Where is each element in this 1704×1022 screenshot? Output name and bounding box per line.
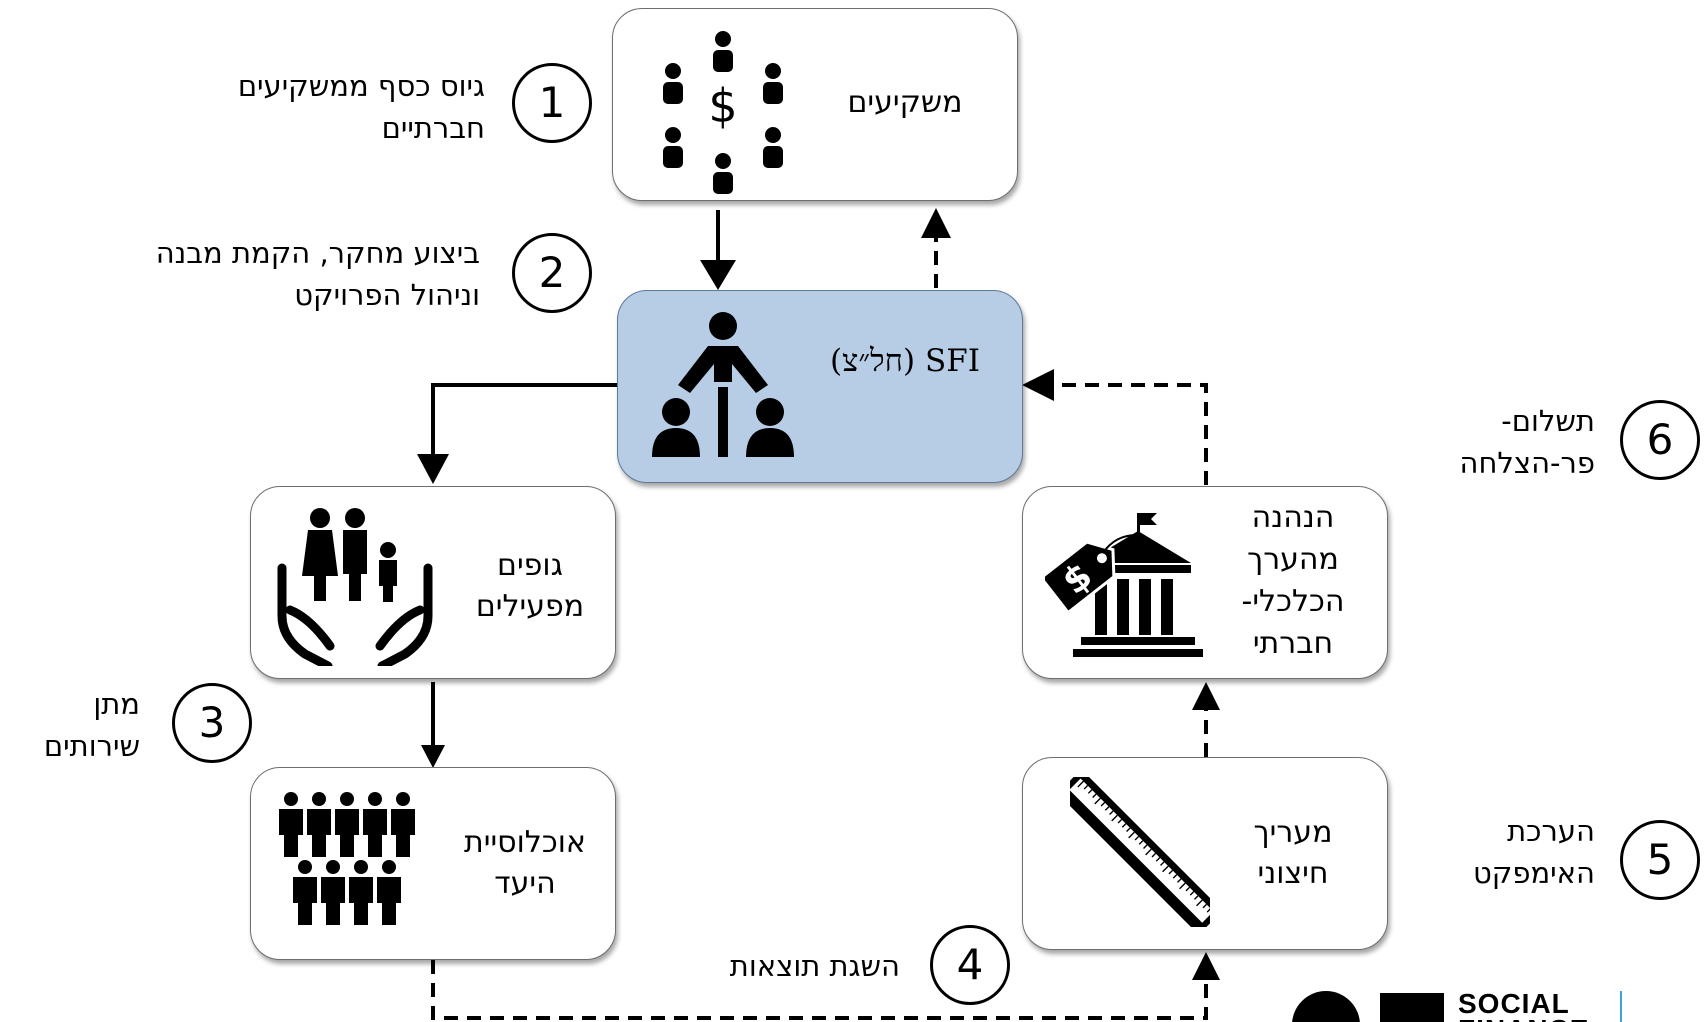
investors-label: משקיעים <box>847 85 963 120</box>
operators-box <box>250 486 616 679</box>
arrowhead-population <box>421 745 445 768</box>
step-3-text: מתן שירותים <box>43 687 140 764</box>
step-2-circle: 2 <box>512 233 592 313</box>
arrowhead-sfi <box>700 260 736 290</box>
social-finance-logo: SOCIAL FINANCE <box>1290 985 1704 1022</box>
sfi-label: SFI (חל״צ) <box>830 343 980 379</box>
arrowhead-operators <box>417 454 449 484</box>
step-1-text: גיוס כסף ממשקיעים חברתיים <box>237 69 485 146</box>
arrow-sfi-to-operators <box>431 383 617 462</box>
step-1-circle: 1 <box>512 63 592 143</box>
step-4-circle: 4 <box>930 925 1010 1005</box>
step-6-circle: 6 <box>1620 400 1700 480</box>
arrowhead-payer <box>1192 682 1220 710</box>
investors-box <box>612 8 1018 201</box>
family-care-hands-icon <box>277 508 433 666</box>
step-2-text: ביצוע מחקר, הקמת מבנה וניהול הפרויקט <box>155 236 480 313</box>
arrowhead-evaluator <box>1192 952 1220 980</box>
logo-text: SOCIAL FINANCE <box>1458 988 1588 1022</box>
investors-money-icon: $ <box>663 31 783 194</box>
operators-label: גופים מפעילים <box>475 548 585 625</box>
step-5-circle: 5 <box>1620 820 1700 900</box>
payer-label: הנהנה מהערך הכלכלי- חברתי <box>1241 500 1345 661</box>
ruler-icon <box>1070 777 1210 927</box>
step-3-circle: 3 <box>172 683 252 763</box>
population-label: אוכלוסיית היעד <box>464 825 586 902</box>
arrow-payer-to-sfi <box>1052 383 1208 485</box>
arrow-population-to-evaluator <box>431 960 1208 1020</box>
crowd-people-icon <box>279 792 415 925</box>
step-6-text: תשלום- פר-הצלחה <box>1459 404 1595 481</box>
logo-circle <box>1292 991 1360 1022</box>
government-building-price-tag-icon: $ <box>1045 513 1203 657</box>
step-4-text: השגת תוצאות <box>729 949 900 983</box>
logo-square <box>1380 993 1444 1022</box>
arrowhead-sfi-right <box>1022 369 1054 401</box>
arrowhead-investors <box>921 208 951 238</box>
logo-divider <box>1620 991 1622 1022</box>
evaluator-label: מעריך חיצוני <box>1253 815 1333 892</box>
dollar-sign: $ <box>708 79 737 133</box>
organization-hierarchy-icon <box>652 312 794 457</box>
step-5-text: הערכת האימפקט <box>1472 814 1595 891</box>
